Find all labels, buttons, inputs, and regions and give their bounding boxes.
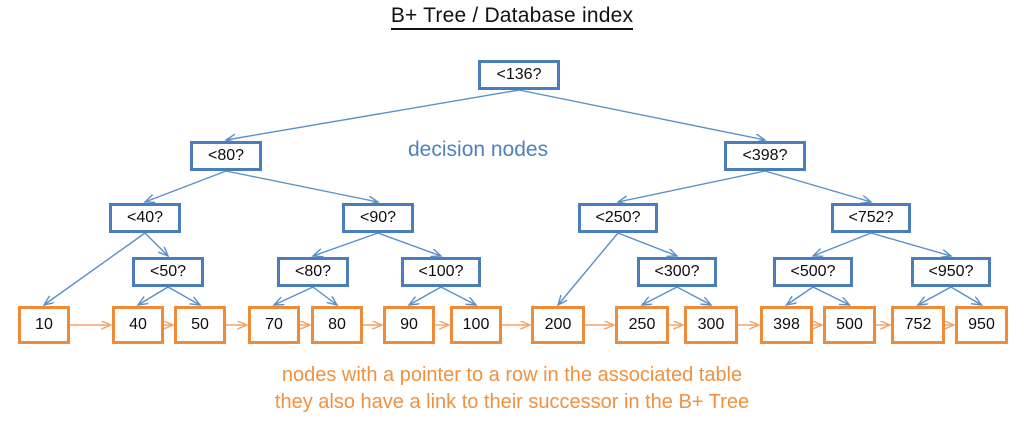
node-label: 50 bbox=[191, 316, 209, 333]
node-label: 398 bbox=[773, 316, 800, 333]
node-label: 10 bbox=[35, 316, 53, 333]
tree-edge-d752-to-d500 bbox=[813, 232, 872, 256]
tree-edge-d950-to-l950 bbox=[950, 286, 982, 305]
node-label: <950? bbox=[928, 263, 974, 280]
tree-edge-d40-to-l10 bbox=[44, 232, 146, 305]
tree-edge-d50-to-l40 bbox=[138, 286, 169, 305]
leaf-node-l50[interactable]: 50 bbox=[174, 306, 226, 344]
caption-line-1: nodes with a pointer to a row in the ass… bbox=[281, 364, 743, 386]
leaf-node-l90[interactable]: 90 bbox=[383, 306, 435, 344]
tree-edge-d40-to-d50 bbox=[144, 232, 168, 256]
decision-node-d250[interactable]: <250? bbox=[578, 203, 658, 233]
tree-edge-d80-to-d40 bbox=[145, 170, 227, 202]
decision-node-d90[interactable]: <90? bbox=[342, 203, 414, 233]
decision-node-d80b[interactable]: <80? bbox=[277, 257, 349, 287]
tree-edge-d100-to-l100 bbox=[440, 286, 476, 305]
leaf-node-l80[interactable]: 80 bbox=[311, 306, 363, 344]
decision-node-d40[interactable]: <40? bbox=[109, 203, 181, 233]
decision-node-d500[interactable]: <500? bbox=[773, 257, 853, 287]
node-label: 200 bbox=[544, 316, 572, 333]
decision-node-d300[interactable]: <300? bbox=[637, 257, 717, 287]
node-label: <136? bbox=[496, 66, 542, 83]
tree-edge-d950-to-l752 bbox=[918, 286, 952, 305]
leaf-node-l950[interactable]: 950 bbox=[955, 306, 1008, 344]
tree-edge-d50-to-l50 bbox=[167, 286, 200, 305]
leaf-node-l250[interactable]: 250 bbox=[615, 306, 669, 344]
node-label: 70 bbox=[265, 316, 283, 333]
node-label: <90? bbox=[359, 209, 397, 226]
leaf-node-l40[interactable]: 40 bbox=[112, 306, 164, 344]
tree-edge-d250-to-l200 bbox=[558, 232, 619, 305]
node-label: <300? bbox=[654, 263, 700, 280]
leaf-nodes-caption: nodes with a pointer to a row in the ass… bbox=[0, 362, 1024, 416]
caption-line-2: they also have a link to their successor… bbox=[274, 391, 750, 413]
leaf-node-l500[interactable]: 500 bbox=[823, 306, 876, 344]
node-label: 300 bbox=[697, 316, 725, 333]
leaf-node-l398[interactable]: 398 bbox=[760, 306, 813, 344]
node-label: <100? bbox=[418, 263, 464, 280]
tree-edge-d100-to-l90 bbox=[409, 286, 442, 305]
node-label: <250? bbox=[595, 209, 641, 226]
tree-edge-d90-to-d100 bbox=[377, 232, 441, 256]
tree-edge-d250-to-d300 bbox=[617, 232, 677, 256]
node-label: <398? bbox=[742, 147, 788, 164]
page-title-text: B+ Tree / Database index bbox=[390, 4, 634, 30]
tree-edge-d80-to-d90 bbox=[225, 170, 378, 202]
tree-edge-d398-to-d752 bbox=[764, 170, 871, 202]
leaf-node-l10[interactable]: 10 bbox=[18, 306, 70, 344]
decision-node-d50[interactable]: <50? bbox=[132, 257, 204, 287]
node-label: 500 bbox=[836, 316, 863, 333]
tree-edge-d500-to-l500 bbox=[812, 286, 850, 305]
leaf-node-l200[interactable]: 200 bbox=[531, 306, 585, 344]
tree-edge-d90-to-d80b bbox=[313, 232, 379, 256]
tree-edge-d300-to-l300 bbox=[676, 286, 711, 305]
decision-node-d950[interactable]: <950? bbox=[911, 257, 991, 287]
tree-edge-d398-to-d250 bbox=[618, 170, 766, 202]
node-label: 752 bbox=[904, 316, 932, 333]
tree-edge-root-to-d80 bbox=[226, 89, 520, 140]
tree-edge-d80b-to-l70 bbox=[274, 286, 314, 305]
leaf-node-l752[interactable]: 752 bbox=[891, 306, 945, 344]
decision-node-d398[interactable]: <398? bbox=[724, 141, 806, 171]
tree-edge-d300-to-l250 bbox=[642, 286, 678, 305]
node-label: <40? bbox=[126, 209, 164, 226]
node-label: 950 bbox=[968, 316, 995, 333]
node-label: <80? bbox=[294, 263, 332, 280]
decision-node-d80[interactable]: <80? bbox=[190, 141, 262, 171]
node-label: <50? bbox=[149, 263, 187, 280]
decision-nodes-label: decision nodes bbox=[408, 138, 549, 161]
leaf-node-l100[interactable]: 100 bbox=[450, 306, 502, 344]
tree-edge-d500-to-l398 bbox=[787, 286, 814, 305]
tree-edge-root-to-d398 bbox=[518, 89, 765, 140]
decision-node-d752[interactable]: <752? bbox=[831, 203, 911, 233]
leaf-node-l300[interactable]: 300 bbox=[684, 306, 738, 344]
node-label: 80 bbox=[328, 316, 346, 333]
node-label: <500? bbox=[790, 263, 836, 280]
decision-node-root[interactable]: <136? bbox=[478, 60, 560, 90]
node-label: 100 bbox=[462, 316, 490, 333]
tree-edge-d80b-to-l80 bbox=[312, 286, 337, 305]
node-label: 90 bbox=[400, 316, 418, 333]
decision-node-d100[interactable]: <100? bbox=[401, 257, 481, 287]
tree-edge-d752-to-d950 bbox=[870, 232, 951, 256]
node-label: <80? bbox=[207, 147, 245, 164]
node-label: 40 bbox=[129, 316, 147, 333]
node-label: 250 bbox=[628, 316, 656, 333]
page-title: B+ Tree / Database index bbox=[0, 4, 1024, 30]
leaf-node-l70[interactable]: 70 bbox=[248, 306, 300, 344]
node-label: <752? bbox=[848, 209, 894, 226]
